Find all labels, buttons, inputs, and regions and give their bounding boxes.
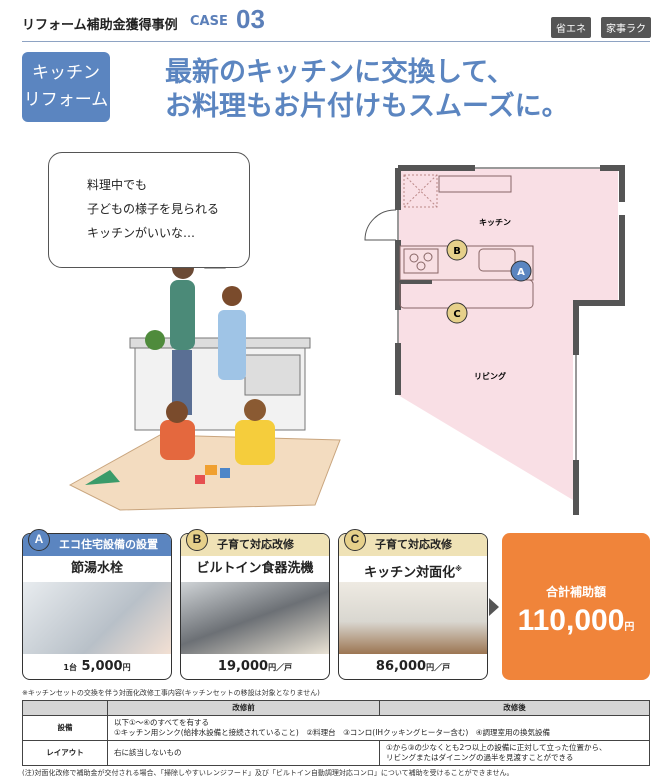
category-box: キッチン リフォーム xyxy=(22,52,110,122)
row-after: ①から③の少なくとも2つ以上の設備に正対して立った位置から、リビングまたはダイニ… xyxy=(379,740,650,766)
card-title: 節湯水栓 xyxy=(70,561,123,576)
faucet-photo xyxy=(23,582,171,654)
kitchen-label: キッチン xyxy=(479,218,511,227)
card-price: 86,000円／戸 xyxy=(339,654,487,679)
marker-b: B xyxy=(446,239,468,261)
header-before: 改修前 xyxy=(107,700,380,716)
card-price: 19,000円／戸 xyxy=(181,654,329,679)
card-note: ※キッチンセットの交換を伴う対面化改修工事内容(キッチンセットの移設は対象となり… xyxy=(22,689,320,697)
category-line1: キッチン xyxy=(32,63,100,83)
svg-text:A: A xyxy=(517,267,525,278)
tag-energy: 省エネ xyxy=(551,17,591,38)
divider xyxy=(22,41,650,42)
case-number: 03 xyxy=(236,4,265,34)
card-kitchen-facing: 子育て対応改修 キッチン対面化※ 86,000円／戸 xyxy=(338,533,488,680)
badge-b: B xyxy=(186,529,208,551)
row-label: レイアウト xyxy=(22,740,108,766)
currency: 円 xyxy=(268,663,277,672)
arrow-right-icon xyxy=(489,598,499,616)
title-mark: ※ xyxy=(455,565,462,573)
svg-text:B: B xyxy=(453,246,461,257)
family-illustration xyxy=(68,244,341,511)
price-value: 5,000 xyxy=(81,659,123,674)
total-box: 合計補助額 110,000円 xyxy=(502,533,650,680)
unit-prefix: 1台 xyxy=(63,663,77,672)
card-category: 子育て対応改修 xyxy=(339,534,487,556)
living-label: リビング xyxy=(474,371,506,381)
card-title: ビルトイン食器洗機 xyxy=(196,561,314,576)
row-before: 右に該当しないもの xyxy=(107,740,380,766)
currency: 円 xyxy=(122,663,131,672)
table-row: レイアウト 右に該当しないもの ①から③の少なくとも2つ以上の設備に正対して立っ… xyxy=(22,740,650,766)
card-price: 1台 5,000円 xyxy=(23,654,171,679)
bubble-line: 料理中でも xyxy=(87,178,148,192)
total-amount: 110,000円 xyxy=(502,604,650,638)
card-faucet: エコ住宅設備の設置 節湯水栓 1台 5,000円 xyxy=(22,533,172,680)
bubble-line: 子どもの様子を見られる xyxy=(87,202,220,216)
cell-line: ①キッチン用シンク(給排水設備と接続されていること) ②料理台 ③コンロ(IHク… xyxy=(114,728,550,737)
unit: ／戸 xyxy=(434,663,451,672)
headline-line2: お料理もお片付けもスムーズに。 xyxy=(165,91,569,122)
cell-line: リビングまたはダイニングの過半を見渡すことができる xyxy=(386,753,574,762)
card-title: キッチン対面化※ xyxy=(339,556,487,582)
unit: ／戸 xyxy=(276,663,293,672)
svg-text:C: C xyxy=(453,309,460,320)
tag-housework: 家事ラク xyxy=(601,17,651,38)
header-after: 改修後 xyxy=(379,700,650,716)
header-blank xyxy=(22,700,108,716)
marker-a: A xyxy=(510,260,532,282)
case-label: CASE xyxy=(190,14,228,29)
amount-currency: 円 xyxy=(624,622,635,633)
headline-line1: 最新のキッチンに交換して、 xyxy=(165,57,514,88)
title-text: キッチン対面化 xyxy=(364,565,456,581)
cell-line: ①から③の少なくとも2つ以上の設備に正対して立った位置から、 xyxy=(386,743,607,752)
kitchen-photo xyxy=(339,582,487,654)
row-label: 設備 xyxy=(22,715,108,741)
currency: 円 xyxy=(426,663,435,672)
price-value: 86,000 xyxy=(375,659,427,674)
price-value: 19,000 xyxy=(217,659,269,674)
cell-line: 以下①～④のすべてを有する xyxy=(114,718,209,727)
floor-plan: キッチン リビング B A C xyxy=(364,165,625,515)
page-title: リフォーム補助金獲得事例 xyxy=(22,18,178,33)
bubble-line: キッチンがいいな… xyxy=(87,226,196,240)
total-label: 合計補助額 xyxy=(545,585,606,599)
card-dishwasher: 子育て対応改修 ビルトイン食器洗機 19,000円／戸 xyxy=(180,533,330,680)
headline: 最新のキッチンに交換して、 お料理もお片付けもスムーズに。 xyxy=(165,56,569,124)
card-category: 子育て対応改修 xyxy=(181,534,329,556)
category-line2: リフォーム xyxy=(23,90,109,110)
badge-a: A xyxy=(28,529,50,551)
footnote: (注)対面化改修で補助金が交付される場合、「掃除しやすいレンジフード」及び「ビル… xyxy=(22,769,514,777)
marker-c: C xyxy=(446,302,468,324)
speech-bubble: 料理中でも 子どもの様子を見られる キッチンがいいな… xyxy=(48,152,250,268)
amount-value: 110,000 xyxy=(517,604,625,637)
dishwasher-photo xyxy=(181,582,329,654)
card-category: エコ住宅設備の設置 xyxy=(23,534,171,556)
badge-c: C xyxy=(344,529,366,551)
